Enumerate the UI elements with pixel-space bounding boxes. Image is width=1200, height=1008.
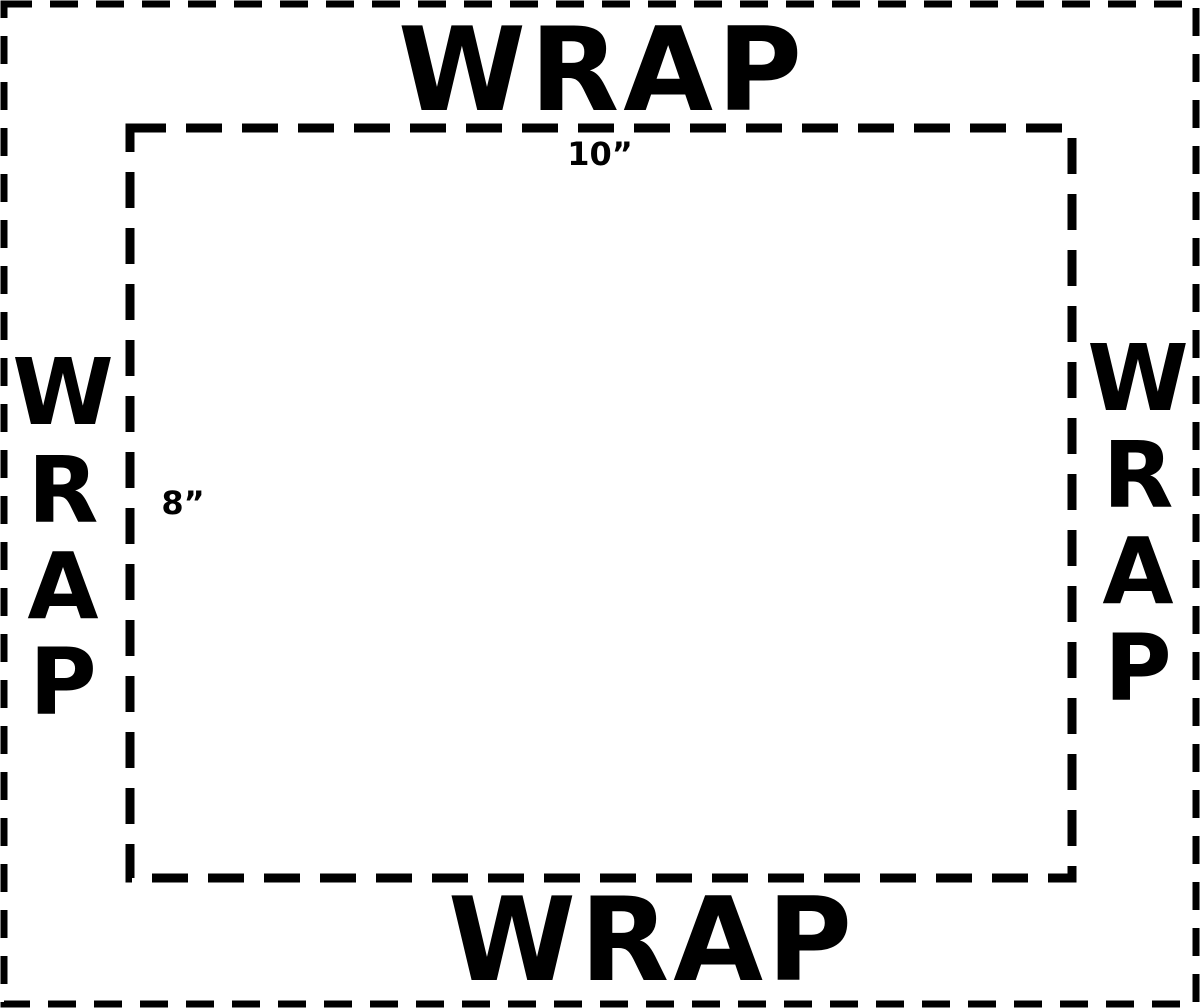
wrap-right-letter: W	[1087, 325, 1188, 432]
wrap-right-letter: R	[1103, 422, 1174, 529]
inner-print-border	[125, 123, 1077, 883]
wrap-label-left: W R A P	[12, 339, 113, 736]
wrap-left-letter: W	[12, 339, 113, 446]
wrap-label-bottom: WRAP	[448, 873, 856, 1008]
wrap-left-letter: R	[28, 437, 99, 544]
wrap-label-top: WRAP	[398, 3, 806, 138]
wrap-right-letter: A	[1102, 518, 1173, 625]
height-dimension-label: 8”	[161, 484, 204, 522]
wrap-left-letter: P	[29, 629, 96, 736]
width-dimension-label: 10”	[567, 135, 633, 173]
wrap-left-letter: A	[27, 533, 98, 640]
wrap-label-right: W R A P	[1087, 325, 1188, 722]
wrap-right-letter: P	[1104, 615, 1171, 722]
